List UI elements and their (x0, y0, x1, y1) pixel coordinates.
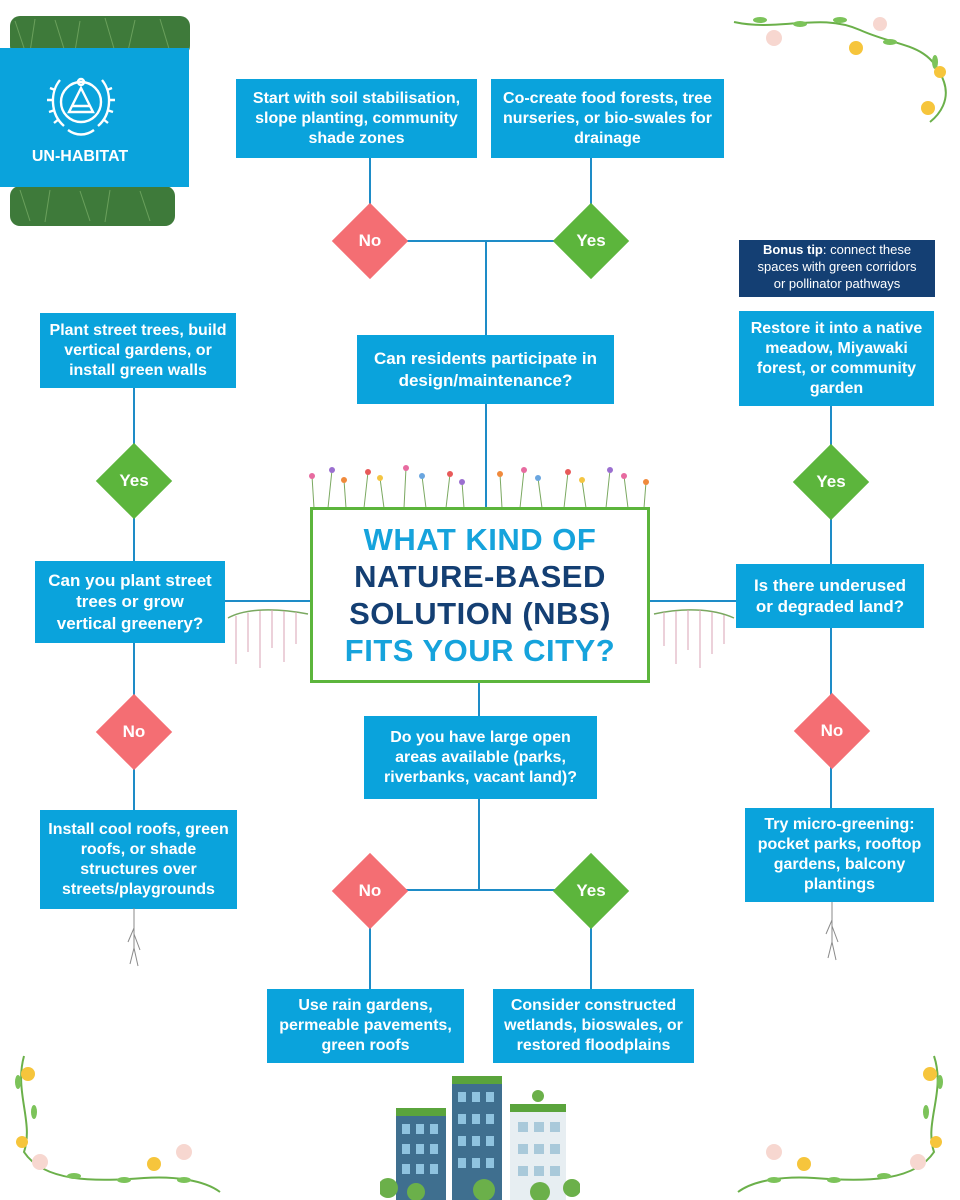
roots-decoration (822, 902, 842, 962)
connector-line (830, 628, 832, 698)
bonus-tip-line3: or pollinator pathways (743, 276, 931, 293)
connector-line (590, 156, 592, 206)
connector-line (478, 798, 480, 890)
decision-no: No (96, 694, 172, 770)
logo-label: UN-HABITAT (0, 148, 160, 166)
connector-line (224, 600, 312, 602)
green-city-buildings-illustration (380, 1072, 580, 1200)
hanging-vine-decoration (652, 604, 736, 670)
floral-vine-decoration (4, 1052, 224, 1198)
connector-line (648, 600, 738, 602)
connector-line (830, 518, 832, 564)
title-box: WHAT KIND OF NATURE-BASED SOLUTION (NBS)… (310, 507, 650, 683)
connector-line (400, 240, 560, 242)
floral-vine-decoration (734, 1052, 956, 1198)
connector-line (478, 682, 480, 717)
connector-line (590, 928, 592, 990)
connector-line (133, 388, 135, 446)
decision-yes: Yes (553, 853, 629, 929)
connector-line (369, 928, 371, 990)
wildflowers-decoration (306, 462, 651, 510)
decision-yes: Yes (553, 203, 629, 279)
connector-line (400, 889, 560, 891)
connector-line (369, 156, 371, 206)
connector-line (830, 406, 832, 448)
bonus-tip: Bonus tip: connect these spaces with gre… (739, 240, 935, 297)
outcome-rain-gardens: Use rain gardens,permeable pavements,gre… (267, 989, 464, 1063)
connector-line (133, 768, 135, 812)
bonus-tip-line2: spaces with green corridors (743, 259, 931, 276)
title-line-1: WHAT KIND OF (364, 521, 597, 558)
decision-no: No (794, 693, 870, 769)
un-habitat-emblem-icon (38, 66, 124, 144)
outcome-micro-greening: Try micro-greening:pocket parks, rooftop… (745, 808, 934, 902)
connector-line (133, 643, 135, 699)
outcome-soil-stabilisation: Start with soil stabilisation,slope plan… (236, 79, 477, 158)
title-line-2: NATURE-BASED (354, 558, 606, 595)
un-habitat-logo: UN-HABITAT (0, 48, 189, 187)
connector-line (485, 240, 487, 337)
floral-vine-decoration (730, 2, 958, 124)
connector-line (830, 767, 832, 809)
title-line-4: FITS YOUR CITY? (345, 632, 615, 669)
bonus-tip-label: Bonus tip (763, 242, 823, 257)
roots-decoration (124, 908, 144, 968)
decision-yes: Yes (96, 443, 172, 519)
decision-yes: Yes (793, 444, 869, 520)
connector-line (133, 517, 135, 563)
decision-no: No (332, 853, 408, 929)
hanging-vine-decoration (226, 604, 310, 670)
bonus-tip-text: : connect these (823, 242, 911, 257)
title-line-3: SOLUTION (NBS) (349, 595, 611, 632)
decision-no: No (332, 203, 408, 279)
